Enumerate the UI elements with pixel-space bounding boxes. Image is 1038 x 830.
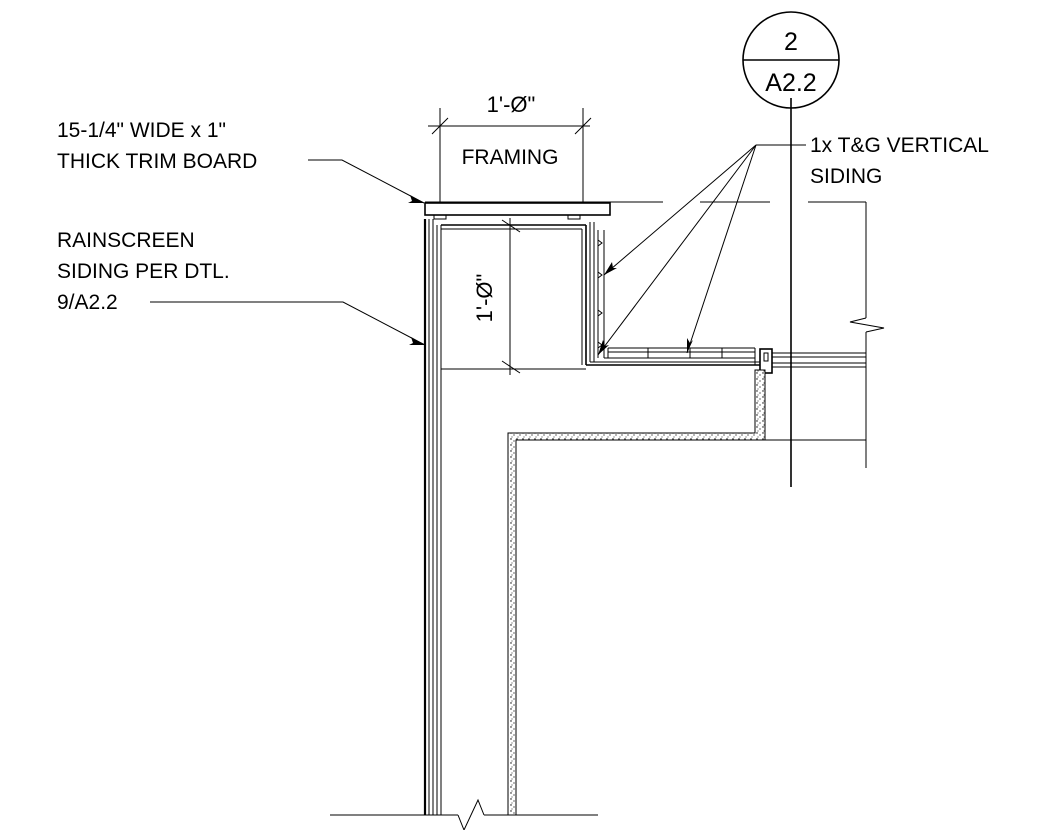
- bottom-break-line: [330, 798, 598, 830]
- parapet-framing: [441, 224, 587, 370]
- section-callout: 2 A2.2: [742, 11, 840, 487]
- siding-label-line1: 1x T&G VERTICAL: [810, 134, 989, 157]
- vertical-dimension-text: 1'-Ø": [472, 274, 497, 323]
- rainscreen-leader: [150, 301, 426, 346]
- siding-label-line2: SIDING: [810, 165, 882, 188]
- rainscreen-label-line2: SIDING PER DTL.: [57, 260, 230, 283]
- rainscreen-label-line3: 9/A2.2: [57, 291, 118, 314]
- trim-board-leader: [308, 159, 425, 204]
- section-number: 2: [784, 28, 798, 56]
- horizontal-dimension: 1'-Ø": [428, 92, 592, 202]
- framing-label: FRAMING: [462, 146, 559, 169]
- rainscreen-label-line1: RAINSCREEN: [57, 229, 195, 252]
- concrete-structure: [507, 369, 866, 816]
- window-frame: [759, 348, 866, 374]
- vertical-siding-parapet: [589, 222, 605, 362]
- left-wall-siding: [423, 219, 442, 815]
- section-sheet: A2.2: [765, 69, 816, 97]
- trim-label-line2: THICK TRIM BOARD: [57, 150, 257, 173]
- horizontal-siding-deck: [586, 347, 760, 366]
- top-reference-line: [425, 201, 885, 468]
- trim-label-line1: 15-1/4" WIDE x 1": [57, 119, 226, 142]
- siding-leaders: [597, 144, 806, 356]
- vertical-dimension: 1'-Ø": [472, 218, 521, 375]
- trim-board: [424, 202, 611, 220]
- horizontal-dimension-text: 1'-Ø": [487, 92, 536, 117]
